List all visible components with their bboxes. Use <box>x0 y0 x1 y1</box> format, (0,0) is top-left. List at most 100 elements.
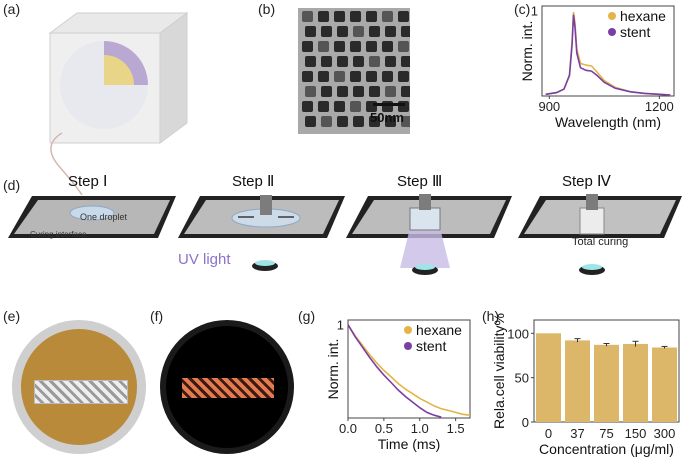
y-tick-label: 1 <box>531 3 538 18</box>
nanocube <box>398 41 409 52</box>
legend-marker-stent <box>608 28 616 36</box>
y-tick-label: 100 <box>507 326 529 341</box>
nanocube <box>385 86 396 97</box>
curing-plate-1 <box>8 196 176 238</box>
stent-photo-fluorescent <box>160 320 294 454</box>
nanocube <box>353 56 364 67</box>
legend-marker-hexane <box>404 326 412 334</box>
nanocube <box>385 56 396 67</box>
x-tick-label: 1200 <box>645 99 674 114</box>
panel-label-c: (c) <box>514 1 531 17</box>
nanocube <box>350 11 361 22</box>
stent-photo-bright <box>12 320 146 454</box>
nanocube <box>366 41 377 52</box>
nanocube <box>305 116 316 127</box>
bar-0 <box>536 333 561 422</box>
plot-frame <box>541 5 675 97</box>
plot-frame <box>347 319 471 419</box>
nanocube <box>401 86 410 97</box>
step-3-label: Step Ⅲ <box>397 173 443 190</box>
x-tick-label: 1.5 <box>447 421 465 436</box>
y-tick-label: 1 <box>337 318 344 333</box>
nanocube <box>385 116 396 127</box>
nanocube <box>350 41 361 52</box>
nanocube <box>382 11 393 22</box>
x-tick-label: 0.5 <box>375 421 393 436</box>
legend-label-stent: stent <box>620 24 650 40</box>
x-axis-label: Wavelength (nm) <box>555 114 661 130</box>
nanocube <box>334 41 345 52</box>
x-axis-label: Time (ms) <box>378 436 440 452</box>
curing-plate-3 <box>346 194 512 275</box>
step-1-label: Step Ⅰ <box>68 173 108 190</box>
panel-label-h: (h) <box>482 308 500 324</box>
series-line-hexane <box>347 324 471 416</box>
nanocube <box>353 86 364 97</box>
series-line-stent <box>545 14 671 96</box>
printing-steps-illustration <box>8 194 682 275</box>
core-shell-nanocube-illustration <box>48 12 189 195</box>
y-axis-label: Norm. int. <box>325 339 341 400</box>
curing-plate-4 <box>518 194 682 275</box>
nanocube <box>337 86 348 97</box>
x-tick-label: 75 <box>599 426 613 441</box>
panel-label-g: (g) <box>298 308 316 324</box>
nanocube <box>353 116 364 127</box>
x-tick-label: 0.0 <box>339 421 357 436</box>
y-tick-label: 0 <box>522 415 529 430</box>
nanocube <box>302 101 313 112</box>
nanocube <box>318 11 329 22</box>
bar-150 <box>623 343 648 422</box>
nanocube <box>305 86 316 97</box>
step-4-label: Step Ⅳ <box>562 173 611 190</box>
nanocube <box>366 11 377 22</box>
curing-interface-label: Curing interface <box>30 230 87 239</box>
uv-light-label: UV light <box>178 251 231 268</box>
nanocube <box>398 71 409 82</box>
nanocube <box>302 71 313 82</box>
x-tick-label: 150 <box>625 426 647 441</box>
nanocube <box>401 26 410 37</box>
step-2-label: Step Ⅱ <box>232 173 275 190</box>
y-axis-label: Norm. int. <box>519 21 535 82</box>
legend-marker-hexane <box>608 12 616 20</box>
total-curing-label: Total curing <box>572 236 629 248</box>
nanocube <box>318 101 329 112</box>
bar-75 <box>594 344 619 422</box>
y-tick-label: 50 <box>515 371 529 386</box>
nanocube <box>334 71 345 82</box>
nanocube <box>321 26 332 37</box>
panel-label-a: (a) <box>3 1 21 17</box>
nanocube <box>398 11 409 22</box>
series-line-stent <box>347 324 442 418</box>
legend-label-hexane: hexane <box>416 322 462 338</box>
nanocube <box>350 101 361 112</box>
panel-label-d: (d) <box>3 177 21 193</box>
nanocube <box>401 56 410 67</box>
nanocube <box>369 116 380 127</box>
nanocube <box>321 116 332 127</box>
x-tick-label: 1.0 <box>411 421 429 436</box>
panel-label-e: (e) <box>3 308 21 324</box>
nanocube <box>401 116 410 127</box>
nanocube <box>334 101 345 112</box>
legend-label-stent: stent <box>416 338 446 354</box>
nanocube <box>305 26 316 37</box>
nanocube <box>318 41 329 52</box>
nanocube <box>353 26 364 37</box>
curing-plate-2 <box>178 195 345 271</box>
nanocube <box>337 56 348 67</box>
nanocube <box>382 71 393 82</box>
nanocube <box>305 56 316 67</box>
nanocube <box>385 26 396 37</box>
nanocube <box>334 11 345 22</box>
x-tick-label: 300 <box>654 426 676 441</box>
nanocube <box>366 71 377 82</box>
scale-bar-label: 50nm <box>370 110 404 125</box>
x-tick-label: 900 <box>538 99 560 114</box>
panel-label-b: (b) <box>258 1 276 17</box>
bar-300 <box>652 347 677 422</box>
